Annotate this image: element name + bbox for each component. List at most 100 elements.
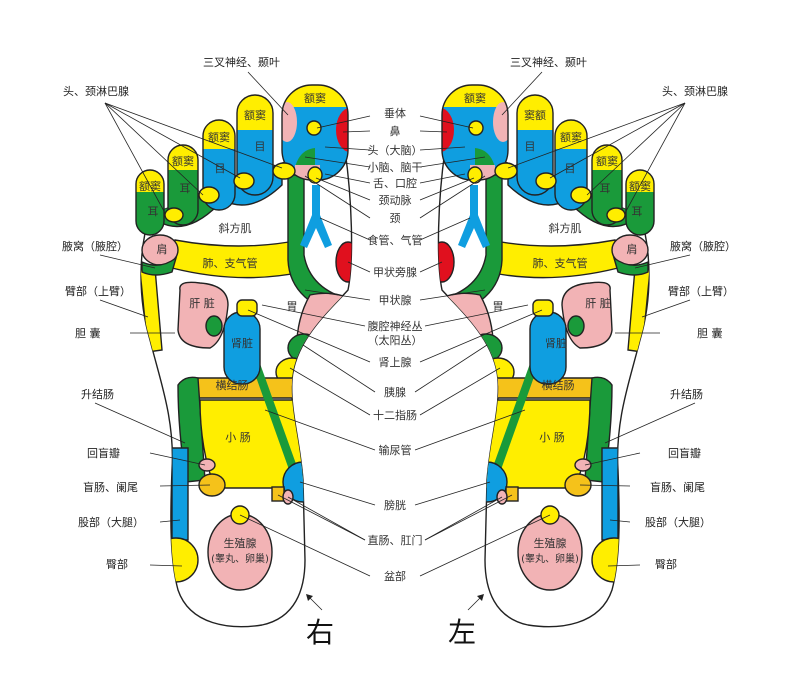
right-foot-labels: 额窦 额窦 额窦 额窦 额窦 目 目 耳 耳 斜方肌 肩 肺、支气管 肝 脏 肾…: [139, 92, 326, 565]
toe-label: 额窦: [244, 109, 266, 122]
label-ileocecal: 回盲瓣: [668, 446, 701, 460]
label-thigh: 股部（大腿）: [78, 515, 144, 529]
toe-5: [136, 170, 164, 235]
label-armpit: 腋窝（腋腔）: [670, 239, 736, 253]
ear-label: 耳: [600, 182, 611, 195]
label-ureter: 输尿管: [379, 443, 412, 457]
gonad-sub-label: (睾丸、卵巢): [521, 552, 579, 565]
shoulder-label: 肩: [157, 242, 168, 256]
thigh-region: [171, 447, 189, 541]
lymph-dot: [164, 207, 184, 223]
lung-label: 肺、支气管: [203, 256, 258, 270]
label-gallbladder: 胆 囊: [697, 326, 723, 340]
toe-label: 额窦: [208, 131, 230, 144]
label-rectum: 直肠、肛门: [368, 533, 423, 547]
eye-label: 目: [565, 162, 576, 175]
label-carotid: 颈动脉: [379, 193, 412, 207]
label-lymph: 头、颈淋巴腺: [63, 84, 129, 98]
arrow-icon: [306, 594, 313, 601]
label-cecum: 盲肠、阑尾: [83, 480, 138, 494]
toe-label: 额窦: [304, 92, 326, 105]
ear-label: 耳: [632, 205, 643, 218]
kidney-label: 肾脏: [545, 337, 567, 350]
adrenal-cap: [236, 299, 258, 317]
ear-label: 耳: [180, 182, 191, 195]
toe-label: 额窦: [464, 92, 486, 105]
label-bladder: 膀胱: [384, 498, 406, 512]
center-labels: 垂体 鼻 头（大脑） 小脑、脑干 舌、口腔 颈动脉 颈 食管、气管 甲状旁腺 甲…: [368, 106, 423, 583]
label-pancreas: 胰腺: [384, 385, 406, 399]
eye-label: 目: [255, 140, 266, 153]
label-nose: 鼻: [390, 124, 401, 138]
lung-label: 肺、支气管: [533, 256, 588, 270]
label-upper-arm: 臂部（上臂）: [668, 284, 734, 298]
label-ileocecal: 回盲瓣: [87, 446, 120, 460]
left-foot-title: 左: [448, 616, 476, 649]
label-parathyroid: 甲状旁腺: [373, 265, 417, 279]
toe-label: 额窦: [596, 155, 618, 168]
toe-label: 额窦: [139, 180, 161, 193]
label-cecum: 盲肠、阑尾: [650, 480, 705, 494]
liver-label: 肝 脏: [189, 297, 215, 310]
label-cerebellum: 小脑、脑干: [368, 161, 423, 174]
liver-label: 肝 脏: [585, 297, 611, 310]
toe-label: 窦额: [524, 109, 546, 122]
pituitary-dot: [306, 120, 322, 136]
trapezius-label: 斜方肌: [549, 221, 582, 235]
armpit-region: [141, 256, 178, 276]
eye-label: 目: [215, 162, 226, 175]
label-thyroid: 甲状腺: [379, 293, 412, 307]
label-ascending-colon: 升结肠: [81, 388, 114, 401]
hip-region: [153, 537, 199, 583]
shoulder-label: 肩: [627, 242, 638, 256]
label-trigeminal: 三叉神经、颞叶: [510, 55, 587, 69]
ureter-region: [250, 358, 300, 478]
ileocecal-region: [198, 458, 216, 472]
toe-label: 额窦: [629, 180, 651, 193]
small-intestine-label: 小 肠: [225, 431, 251, 444]
stomach-label: 胃: [493, 300, 504, 313]
lymph-dot: [198, 186, 220, 204]
label-gallbladder: 胆 囊: [75, 326, 101, 340]
esophagus-region: [300, 185, 332, 248]
transverse-colon-label: 横结肠: [216, 378, 249, 392]
label-trigeminal: 三叉神经、颞叶: [203, 55, 280, 69]
label-lymph: 头、颈淋巴腺: [662, 84, 728, 98]
right-foot-title: 右: [306, 616, 334, 649]
label-esophagus: 食管、气管: [368, 233, 423, 247]
small-intestine-label: 小 肠: [539, 431, 565, 444]
transverse-colon-label: 横结肠: [542, 378, 575, 392]
label-pituitary: 垂体: [384, 106, 406, 120]
label-pelvis: 盆部: [384, 569, 406, 583]
label-duodenum: 十二指肠: [373, 408, 417, 422]
label-solar-plexus: （太阳丛）: [368, 334, 423, 347]
gonad-label: 生殖腺: [534, 536, 567, 550]
label-celiac-plexus: 腹腔神经丛: [368, 319, 423, 333]
toe-label: 额窦: [560, 131, 582, 144]
stomach-label: 胃: [287, 300, 298, 313]
lymph-dot: [272, 162, 296, 180]
ear-label: 耳: [148, 205, 159, 218]
label-brain: 头（大脑）: [368, 143, 423, 157]
eye-label: 目: [525, 140, 536, 153]
kidney-label: 肾脏: [231, 337, 253, 350]
thyroid-region: [287, 174, 352, 319]
label-armpit: 腋窝（腋腔）: [62, 239, 128, 253]
label-tongue: 舌、口腔: [373, 176, 417, 190]
gallbladder-region: [205, 315, 223, 337]
tongue-dot: [307, 166, 323, 184]
toe-label: 额窦: [172, 155, 194, 168]
label-adrenal: 肾上腺: [379, 355, 412, 369]
label-neck: 颈: [390, 212, 401, 225]
label-hip: 臀部: [655, 557, 677, 571]
label-upper-arm: 臂部（上臂）: [65, 284, 131, 298]
label-thigh: 股部（大腿）: [645, 515, 711, 529]
left-foot-labels: 额窦 窦额 额窦 额窦 额窦 目 目 耳 耳 斜方肌 肩 肺、支气管 肝 脏 肾…: [464, 92, 651, 565]
trapezius-label: 斜方肌: [219, 221, 252, 235]
rectum-region: [271, 486, 285, 502]
gonad-sub-label: (睾丸、卵巢): [211, 552, 269, 565]
gonad-label: 生殖腺: [224, 536, 257, 550]
label-hip: 臀部: [106, 557, 128, 571]
lymph-dot: [233, 172, 255, 190]
